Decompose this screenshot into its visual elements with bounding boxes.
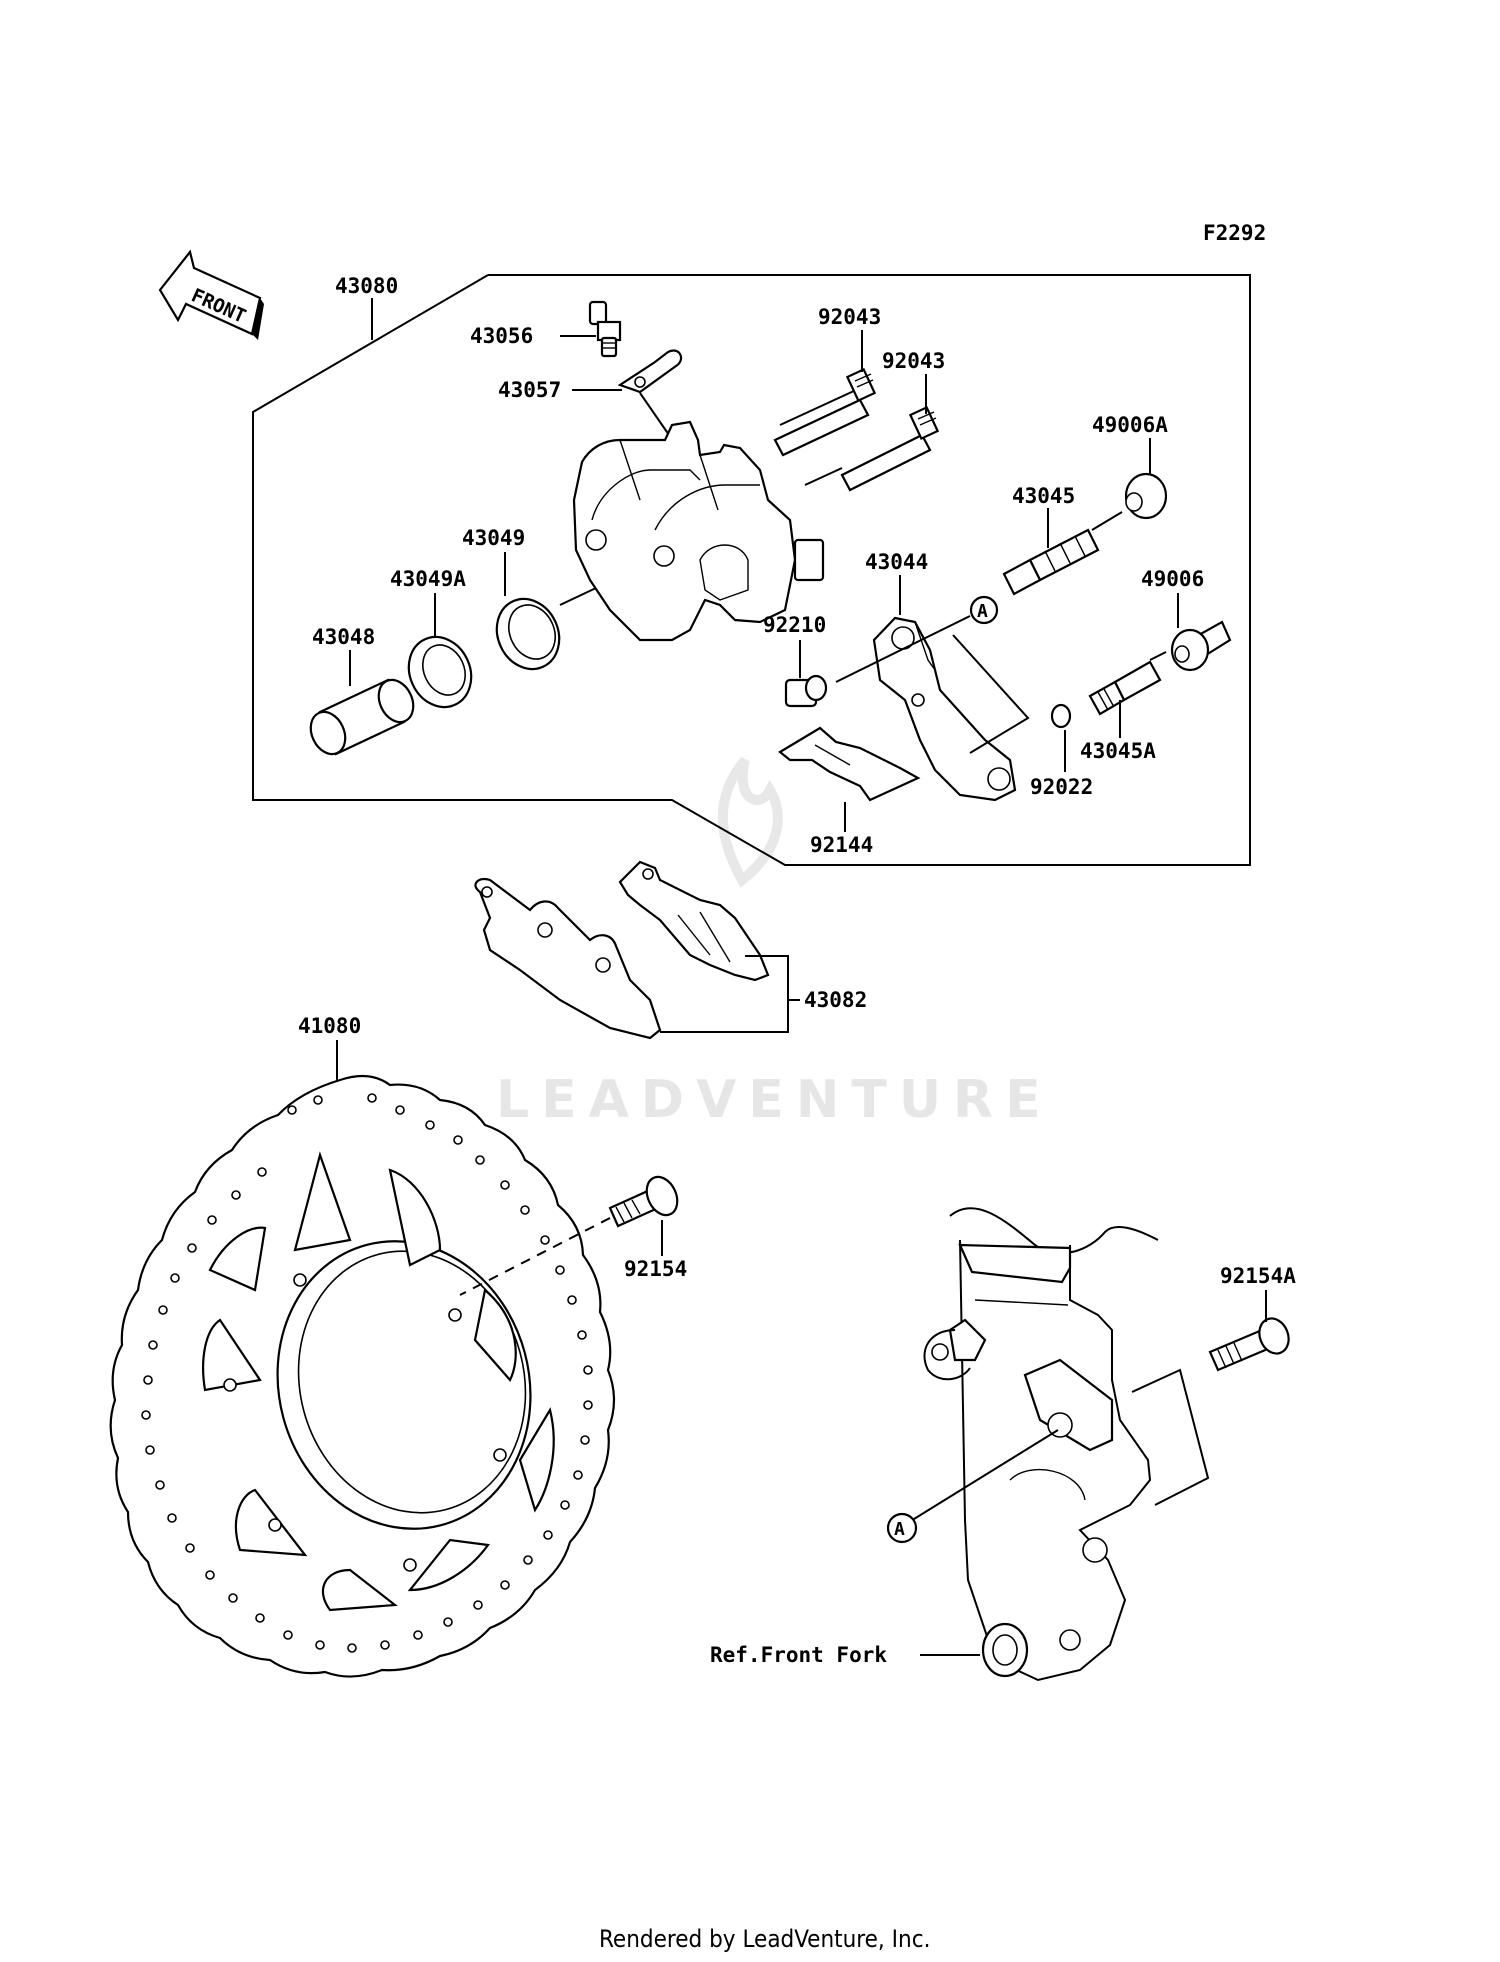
part-label-92043-upper: 92043 [818,305,881,329]
part-label-43080: 43080 [335,274,398,298]
part-label-43044: 43044 [865,550,928,574]
watermark: LEADVENTURE [496,756,1053,1130]
slide-pin-upper [773,367,877,457]
svg-text:A: A [894,1519,905,1540]
pin-boot-lower [1170,620,1232,672]
part-label-43049A: 43049A [390,567,466,591]
front-arrow-icon: FRONT [158,249,264,340]
part-label-92154A: 92154A [1220,1264,1296,1288]
part-label-41080: 41080 [298,1014,361,1038]
watermark-text: LEADVENTURE [496,1070,1053,1130]
brake-pad-inner [618,860,770,982]
circlip [1050,703,1072,729]
slide-pin-lower [804,405,940,492]
pad-spring [778,726,921,802]
footer-credit: Rendered by LeadVenture, Inc. [599,1925,930,1953]
caliper-mounting-bolt [1208,1317,1290,1372]
part-label-92043-lower: 92043 [882,349,945,373]
part-label-49006: 49006 [1141,567,1204,591]
svg-text:A: A [977,601,988,622]
bushing [784,674,828,708]
brake-pad-outer [474,877,662,1040]
pin-boot-upper [1124,472,1168,520]
dust-seal [407,635,473,709]
ref-front-fork-label: Ref.Front Fork [710,1643,887,1667]
part-label-92022: 92022 [1030,775,1093,799]
part-label-43045A: 43045A [1080,739,1156,763]
part-label-43056: 43056 [470,324,533,348]
piston-seal [495,597,561,671]
part-label-43082: 43082 [804,988,867,1012]
figure-code: F2292 [1203,221,1266,245]
part-label-43045: 43045 [1012,484,1075,508]
bracket-pin-lower [1088,660,1162,716]
caliper-bracket [872,616,1017,802]
caliper-assembly-frame [252,274,1251,866]
bleeder-cap [617,349,683,394]
part-label-43049: 43049 [462,526,525,550]
part-label-92144: 92144 [810,833,873,857]
bracket-pin-upper [1002,528,1100,596]
part-label-43048: 43048 [312,625,375,649]
reference-marker-a-upper: A [835,595,1030,754]
bleeder-valve [588,300,622,358]
part-label-49006A: 49006A [1092,413,1168,437]
disc-bolt [459,1175,679,1296]
brake-disc [109,1074,616,1678]
reference-marker-a-lower: A [886,1368,1210,1544]
part-label-43057: 43057 [498,378,561,402]
part-label-92210: 92210 [763,613,826,637]
caliper-body [572,420,825,642]
piston [309,678,415,756]
front-fork [923,1207,1159,1682]
part-label-92154: 92154 [624,1257,687,1281]
